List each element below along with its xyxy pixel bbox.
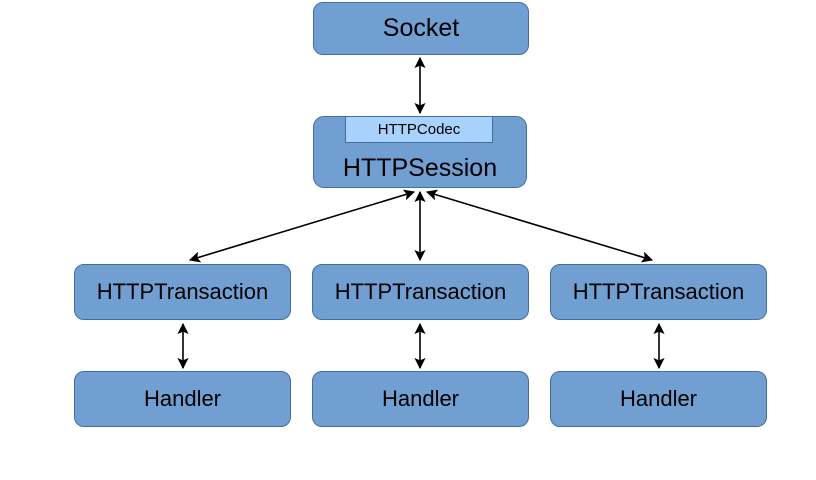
node-httpcodec-label: HTTPCodec xyxy=(377,121,461,138)
node-httptransaction-0[interactable]: HTTPTransaction xyxy=(74,264,291,320)
node-httptransaction-2[interactable]: HTTPTransaction xyxy=(550,264,767,320)
connector-session-transaction-2 xyxy=(425,189,654,263)
node-httpsession-label: HTTPSession xyxy=(342,154,498,182)
node-httptransaction-0-label: HTTPTransaction xyxy=(96,279,269,304)
node-handler-1-label: Handler xyxy=(381,386,460,411)
connector-session-transaction-0 xyxy=(188,189,416,263)
node-httptransaction-2-label: HTTPTransaction xyxy=(572,279,745,304)
node-handler-2[interactable]: Handler xyxy=(550,371,767,427)
node-httpcodec[interactable]: HTTPCodec xyxy=(345,116,493,143)
node-socket-label: Socket xyxy=(382,14,460,42)
node-handler-0-label: Handler xyxy=(143,386,222,411)
node-handler-1[interactable]: Handler xyxy=(312,371,529,427)
node-socket[interactable]: Socket xyxy=(313,2,529,55)
node-handler-0[interactable]: Handler xyxy=(74,371,291,427)
node-httptransaction-1-label: HTTPTransaction xyxy=(334,279,507,304)
node-handler-2-label: Handler xyxy=(619,386,698,411)
node-httptransaction-1[interactable]: HTTPTransaction xyxy=(312,264,529,320)
